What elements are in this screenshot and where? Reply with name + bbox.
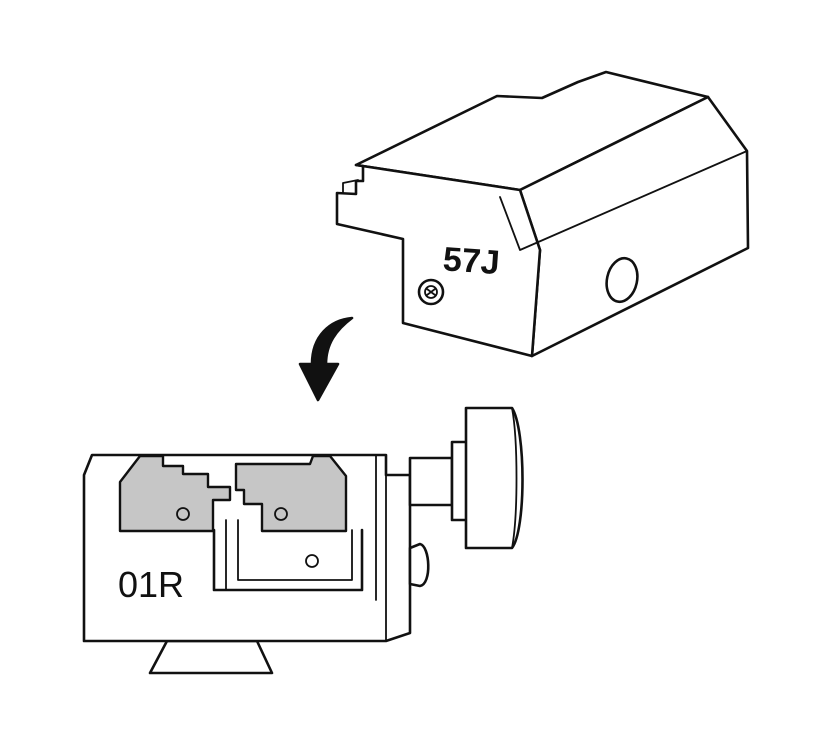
clamp-side-bolt <box>408 542 430 588</box>
clamp-label-01r: 01R <box>118 564 184 605</box>
knob-shaft <box>408 456 454 507</box>
block-front-face <box>335 163 542 358</box>
key-clamp-01r: 01R <box>82 406 524 675</box>
left-jaw-hole <box>176 507 190 521</box>
jaw-block-57j: 57J <box>335 70 750 358</box>
block-label-57j: 57J <box>442 240 501 282</box>
knob-wheel-edge <box>511 407 518 549</box>
clamp-inner-channel <box>212 528 364 592</box>
left-jaw <box>118 454 232 533</box>
clamp-right-strip <box>375 454 387 642</box>
clamp-inner-slot <box>225 519 353 591</box>
right-jaw-hole <box>274 507 288 521</box>
right-jaw <box>234 454 348 533</box>
block-notch-detail <box>342 179 359 194</box>
curved-arrow-down-icon <box>298 316 354 402</box>
screw-icon <box>417 278 445 306</box>
clamp-center-hole <box>305 554 319 568</box>
clamp-base-rail <box>148 639 274 675</box>
block-side-hole <box>605 256 639 304</box>
block-chamfer-edge <box>499 150 748 251</box>
